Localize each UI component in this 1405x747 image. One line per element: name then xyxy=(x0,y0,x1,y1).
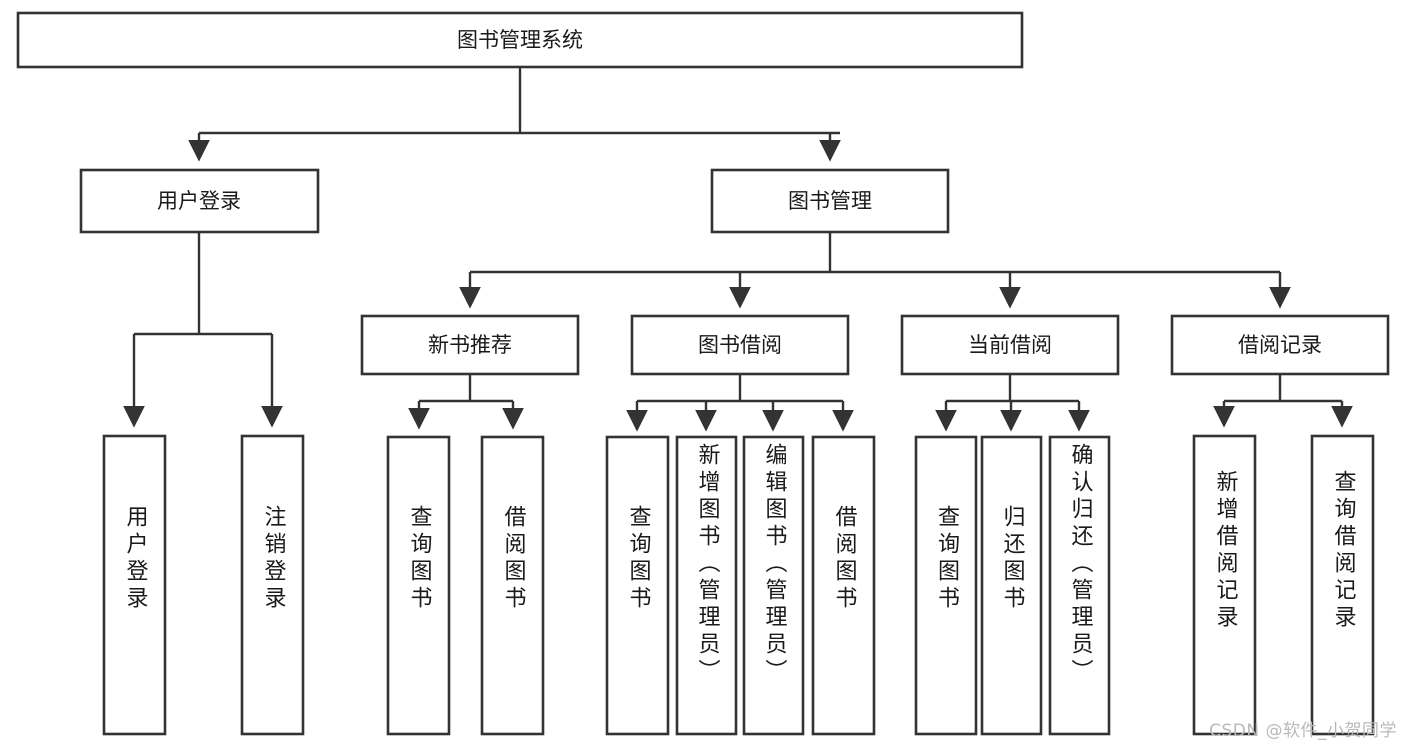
leaf-box-bookborrow-3[interactable] xyxy=(742,435,805,736)
leaf-box-borrowrecord-2[interactable] xyxy=(1310,434,1375,736)
leaf-box-bookborrow-1[interactable] xyxy=(605,435,670,736)
connector-bookmgmt-to-level3 xyxy=(459,232,1291,309)
leaf-box-bookborrow-2[interactable] xyxy=(675,435,738,736)
node-current-borrow[interactable]: 当前借阅 xyxy=(900,314,1120,376)
csdn-watermark: CSDN @软件_小贺同学 xyxy=(1209,721,1397,741)
leaf-box-borrowrecord-1[interactable] xyxy=(1192,434,1257,736)
leaf-box-user-login-2[interactable] xyxy=(240,434,305,736)
node-new-book-recommend-label: 新书推荐 xyxy=(428,333,512,357)
node-user-login[interactable]: 用户登录 xyxy=(79,168,320,234)
connector-root-to-level2 xyxy=(188,67,841,162)
connector-newbook-to-leaves xyxy=(408,374,524,430)
connector-currentborrow-to-leaves xyxy=(935,374,1090,432)
leaf-box-currentborrow-2[interactable] xyxy=(980,435,1043,736)
node-book-management[interactable]: 图书管理 xyxy=(710,168,950,234)
leaf-box-bookborrow-4[interactable] xyxy=(811,435,876,736)
node-current-borrow-label: 当前借阅 xyxy=(968,333,1052,357)
node-root-system[interactable]: 图书管理系统 xyxy=(16,11,1024,69)
node-book-borrow[interactable]: 图书借阅 xyxy=(630,314,850,376)
node-user-login-label: 用户登录 xyxy=(157,189,241,213)
node-book-management-label: 图书管理 xyxy=(788,189,872,213)
node-borrow-record-label: 借阅记录 xyxy=(1238,333,1322,357)
connector-borrowrecord-to-leaves xyxy=(1213,374,1353,428)
node-root-label: 图书管理系统 xyxy=(457,28,583,52)
leaf-box-currentborrow-1[interactable] xyxy=(914,435,978,736)
connector-bookborrow-to-leaves xyxy=(626,374,854,432)
leaf-box-newbook-1[interactable] xyxy=(386,435,451,736)
leaf-box-newbook-2[interactable] xyxy=(480,435,545,736)
node-borrow-record[interactable]: 借阅记录 xyxy=(1170,314,1390,376)
node-new-book-recommend[interactable]: 新书推荐 xyxy=(360,314,580,376)
connector-userlogin-to-leaves xyxy=(123,232,283,428)
node-book-borrow-label: 图书借阅 xyxy=(698,333,782,357)
leaf-box-user-login-1[interactable] xyxy=(102,434,167,736)
leaf-box-currentborrow-3[interactable] xyxy=(1048,435,1111,736)
